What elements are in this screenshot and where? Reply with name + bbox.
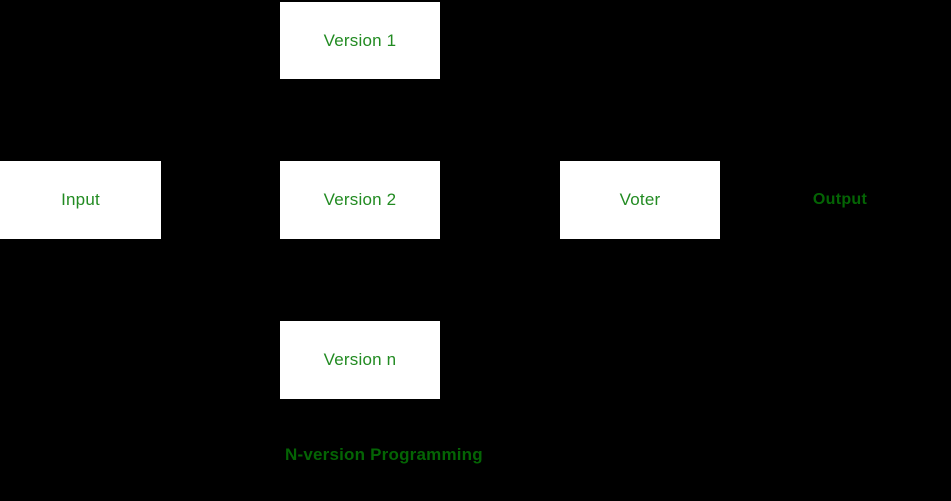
node-version-2-label: Version 2	[323, 190, 397, 209]
node-version-1-label: Version 1	[323, 30, 397, 50]
node-version-n: Version n	[280, 321, 440, 399]
node-version-2: Version 2	[280, 161, 440, 239]
node-input: Input	[0, 161, 161, 239]
output-label: Output	[812, 191, 868, 208]
node-voter: Voter	[560, 161, 720, 239]
node-version-1: Version 1	[280, 2, 440, 79]
diagram-caption: N-version Programming	[285, 445, 483, 464]
node-voter-label: Voter	[619, 190, 661, 209]
node-version-n-label: Version n	[323, 350, 397, 369]
node-input-label: Input	[61, 190, 100, 209]
